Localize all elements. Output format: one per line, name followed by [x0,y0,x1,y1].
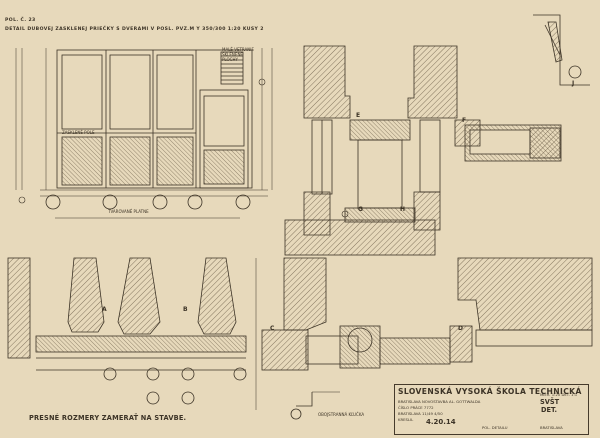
section-letter-j: J [572,80,575,87]
sheet-label: MIER. 1:20 DET. 1:1 [540,392,578,397]
badge-svst: SVŠT [540,398,560,406]
title-line-1: BRATISLAVA NOVOSTAVBA AL. GOTTWALDA [398,399,481,404]
detail-label: POL. DETAILU [482,425,508,430]
title-line-4: KRESLIL [398,417,414,422]
title-line-3: BRATISLAVA 11/49 4/50 [398,411,443,416]
section-letter-c: C [270,325,275,332]
section-letter-f: F [462,117,467,124]
title-block [394,384,589,435]
badge-det: DET. [541,406,557,414]
section-letter-g: G [358,206,363,213]
site-measure-note: PRESNÉ ROZMERY ZAMERAŤ NA STAVBE. [29,414,187,422]
title-line-2: ČÍSLO PRÁCE 7772 [398,405,434,410]
school-name: SLOVENSKÁ VYSOKÁ ŠKOLA TECHNICKÁ [398,387,582,396]
header-line-1: POL. Č. 23 [5,18,36,23]
label-handle-note: OBOJSTRANNÁ KĽUČKA [318,412,365,417]
section-letter-h: H [400,206,406,213]
section-letter-d: D [458,325,463,332]
section-views-bottom [7,257,257,410]
label-turned-panels: TVAROVANÉ PLATNE [108,209,149,214]
sign-label: BRATISLAVA [540,425,563,430]
label-door-glass: MALÉ VETRANIE SKLENENÉ PLOCHY [222,47,254,62]
header-line-2: DETAIL DUBOVEJ ZASKLENEJ PRIEČKY S DVERA… [5,27,264,32]
section-letter-a: A [102,306,107,313]
label-glazed-field: ZASKLENÉ POLE [62,130,95,135]
drawing-number: 4.20.14 [426,418,456,426]
elevation-view [15,48,273,219]
section-letter-b: B [183,306,188,313]
section-markers [18,78,349,218]
section-letter-e: E [356,112,361,119]
section-views-bottom-right [261,257,593,420]
section-views-top [284,14,590,256]
